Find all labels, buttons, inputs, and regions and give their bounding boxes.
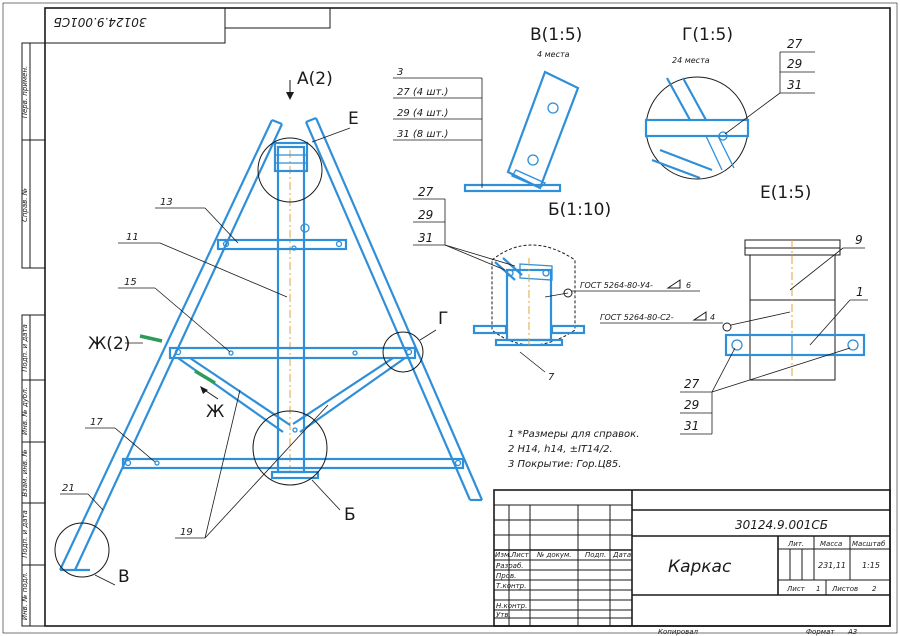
label-zh: Ж <box>206 402 224 422</box>
detail-e-title: Е(1:5) <box>760 183 811 203</box>
label-g-main: Г <box>438 309 448 329</box>
detail-g-callouts: 27 29 31 <box>724 37 815 135</box>
tb-copied: Копировал <box>658 628 699 636</box>
tb-row-utv: Утв. <box>496 611 511 619</box>
detail-b: Б(1:10) 27 29 31 ГОСТ 5264-80-У4- <box>413 185 791 383</box>
label-arrow-a: А(2) <box>297 69 333 89</box>
tb-row-tkontr: Т.контр. <box>496 582 526 590</box>
part-9: 9 <box>855 233 863 247</box>
tb-sheets-value: 2 <box>872 585 877 593</box>
tb-col-podp: Подп. <box>585 551 606 559</box>
detail-g: Г(1:5) 24 места 27 29 31 <box>644 25 815 180</box>
note-3: 3 Покрытие: Гор.Ц85. <box>508 459 621 470</box>
detail-b-item-2: 31 <box>418 231 433 245</box>
tb-row-prov: Пров. <box>496 572 516 580</box>
detail-g-item-1: 29 <box>787 57 802 71</box>
tb-mass-label: Масса <box>820 540 842 548</box>
tb-col-izm: Изм. <box>495 551 511 559</box>
detail-v-item-1: 27 (4 шт.) <box>397 87 448 98</box>
detail-v: В(1:5) 4 места 3 27 (4 шт.) 29 (4 шт.) 3… <box>393 25 582 193</box>
label-v-main: В <box>118 567 130 587</box>
detail-e-item-1: 29 <box>684 398 699 412</box>
tb-scale-label: Масштаб <box>852 540 886 548</box>
side-label-podp-1: Подп. и дата <box>21 324 29 372</box>
main-view: А(2) Е Г Ж(2) Ж Б В 13 11 15 17 <box>54 69 484 587</box>
part-19: 19 <box>180 527 193 538</box>
side-label-sprav: Справ. № <box>21 188 29 222</box>
side-label-vzam: Взам. инв. № <box>21 449 29 497</box>
detail-v-callouts: 3 27 (4 шт.) 29 (4 шт.) 31 (8 шт.) <box>393 67 483 188</box>
detail-b-callouts: 27 29 31 <box>413 185 516 271</box>
detail-v-item-3: 31 (8 шт.) <box>397 129 448 140</box>
rotated-code: 30124.9.001СБ <box>54 15 147 29</box>
label-zh2: Ж(2) <box>88 334 130 354</box>
detail-e-callouts: 27 29 31 <box>680 347 851 435</box>
detail-g-title: Г(1:5) <box>682 25 733 45</box>
detail-g-item-0: 27 <box>787 37 803 51</box>
detail-e-item-0: 27 <box>684 377 700 391</box>
title-block: 30124.9.001СБ Каркас Изм. Лист № докум. … <box>493 489 891 636</box>
detail-v-item-0: 3 <box>397 67 403 78</box>
tb-col-data: Дата <box>612 551 631 559</box>
detail-b-item-0: 27 <box>418 185 434 199</box>
label-b-main: Б <box>344 505 356 525</box>
note-2: 2 Н14, h14, ±IT14/2. <box>508 444 613 455</box>
detail-v-item-2: 29 (4 шт.) <box>397 108 448 119</box>
label-e-main: Е <box>348 109 359 129</box>
side-label-podp-2: Подп. и дата <box>21 510 29 558</box>
tb-sheet-value: 1 <box>816 585 820 593</box>
tb-sheets-label: Листов <box>831 585 858 593</box>
detail-g-item-2: 31 <box>787 78 802 92</box>
tb-format-label: Формат <box>806 628 835 636</box>
part-21: 21 <box>62 483 75 494</box>
detail-g-sub: 24 места <box>672 56 710 65</box>
weld-1: ГОСТ 5264-80-У4- <box>580 281 653 290</box>
side-strip: Перв. примен. Справ. № Подп. и дата Инв.… <box>21 42 46 627</box>
part-17: 17 <box>90 417 103 428</box>
part-11: 11 <box>126 232 139 243</box>
detail-b-title: Б(1:10) <box>548 200 611 220</box>
detail-b-item-1: 29 <box>418 208 433 222</box>
tb-row-razrab: Разраб. <box>496 562 524 570</box>
detail-v-title: В(1:5) <box>530 25 582 45</box>
side-label-perv: Перв. примен. <box>21 66 29 119</box>
part-15: 15 <box>124 277 137 288</box>
weld-1-size: 6 <box>686 281 691 290</box>
tb-lit-label: Лит. <box>787 540 804 548</box>
tb-col-dokum: № докум. <box>536 551 572 559</box>
note-1: 1 *Размеры для справок. <box>508 429 639 440</box>
part-1: 1 <box>856 285 864 299</box>
detail-b-welds: ГОСТ 5264-80-У4- 6 ГОСТ 5264-80-С2- 4 <box>544 279 791 332</box>
weld-2-size: 4 <box>710 313 715 322</box>
tb-col-list: Лист <box>510 551 530 559</box>
detail-v-sub: 4 места <box>537 50 570 59</box>
tb-format-value: А3 <box>847 628 857 636</box>
side-label-inv-podl: Инв. № подл. <box>21 572 29 620</box>
tb-designation: 30124.9.001СБ <box>735 518 828 532</box>
tb-scale-value: 1:15 <box>862 561 880 570</box>
rotated-code-box: 30124.9.001СБ <box>44 7 331 44</box>
sheet-frame <box>44 7 891 627</box>
tb-sheet-label: Лист <box>786 585 806 593</box>
weld-2: ГОСТ 5264-80-С2- <box>600 313 674 322</box>
tb-mass-value: 231,11 <box>818 561 846 570</box>
part-7: 7 <box>548 372 555 383</box>
detail-e-item-2: 31 <box>684 419 699 433</box>
detail-e: Е(1:5) 9 1 27 29 31 <box>680 183 868 435</box>
tb-row-nkontr: Н.контр. <box>496 602 527 610</box>
part-13: 13 <box>160 197 173 208</box>
tb-name: Каркас <box>668 557 732 577</box>
technical-notes: 1 *Размеры для справок. 2 Н14, h14, ±IT1… <box>508 429 639 470</box>
side-label-inv-dubl: Инв. № дубл. <box>21 387 29 435</box>
